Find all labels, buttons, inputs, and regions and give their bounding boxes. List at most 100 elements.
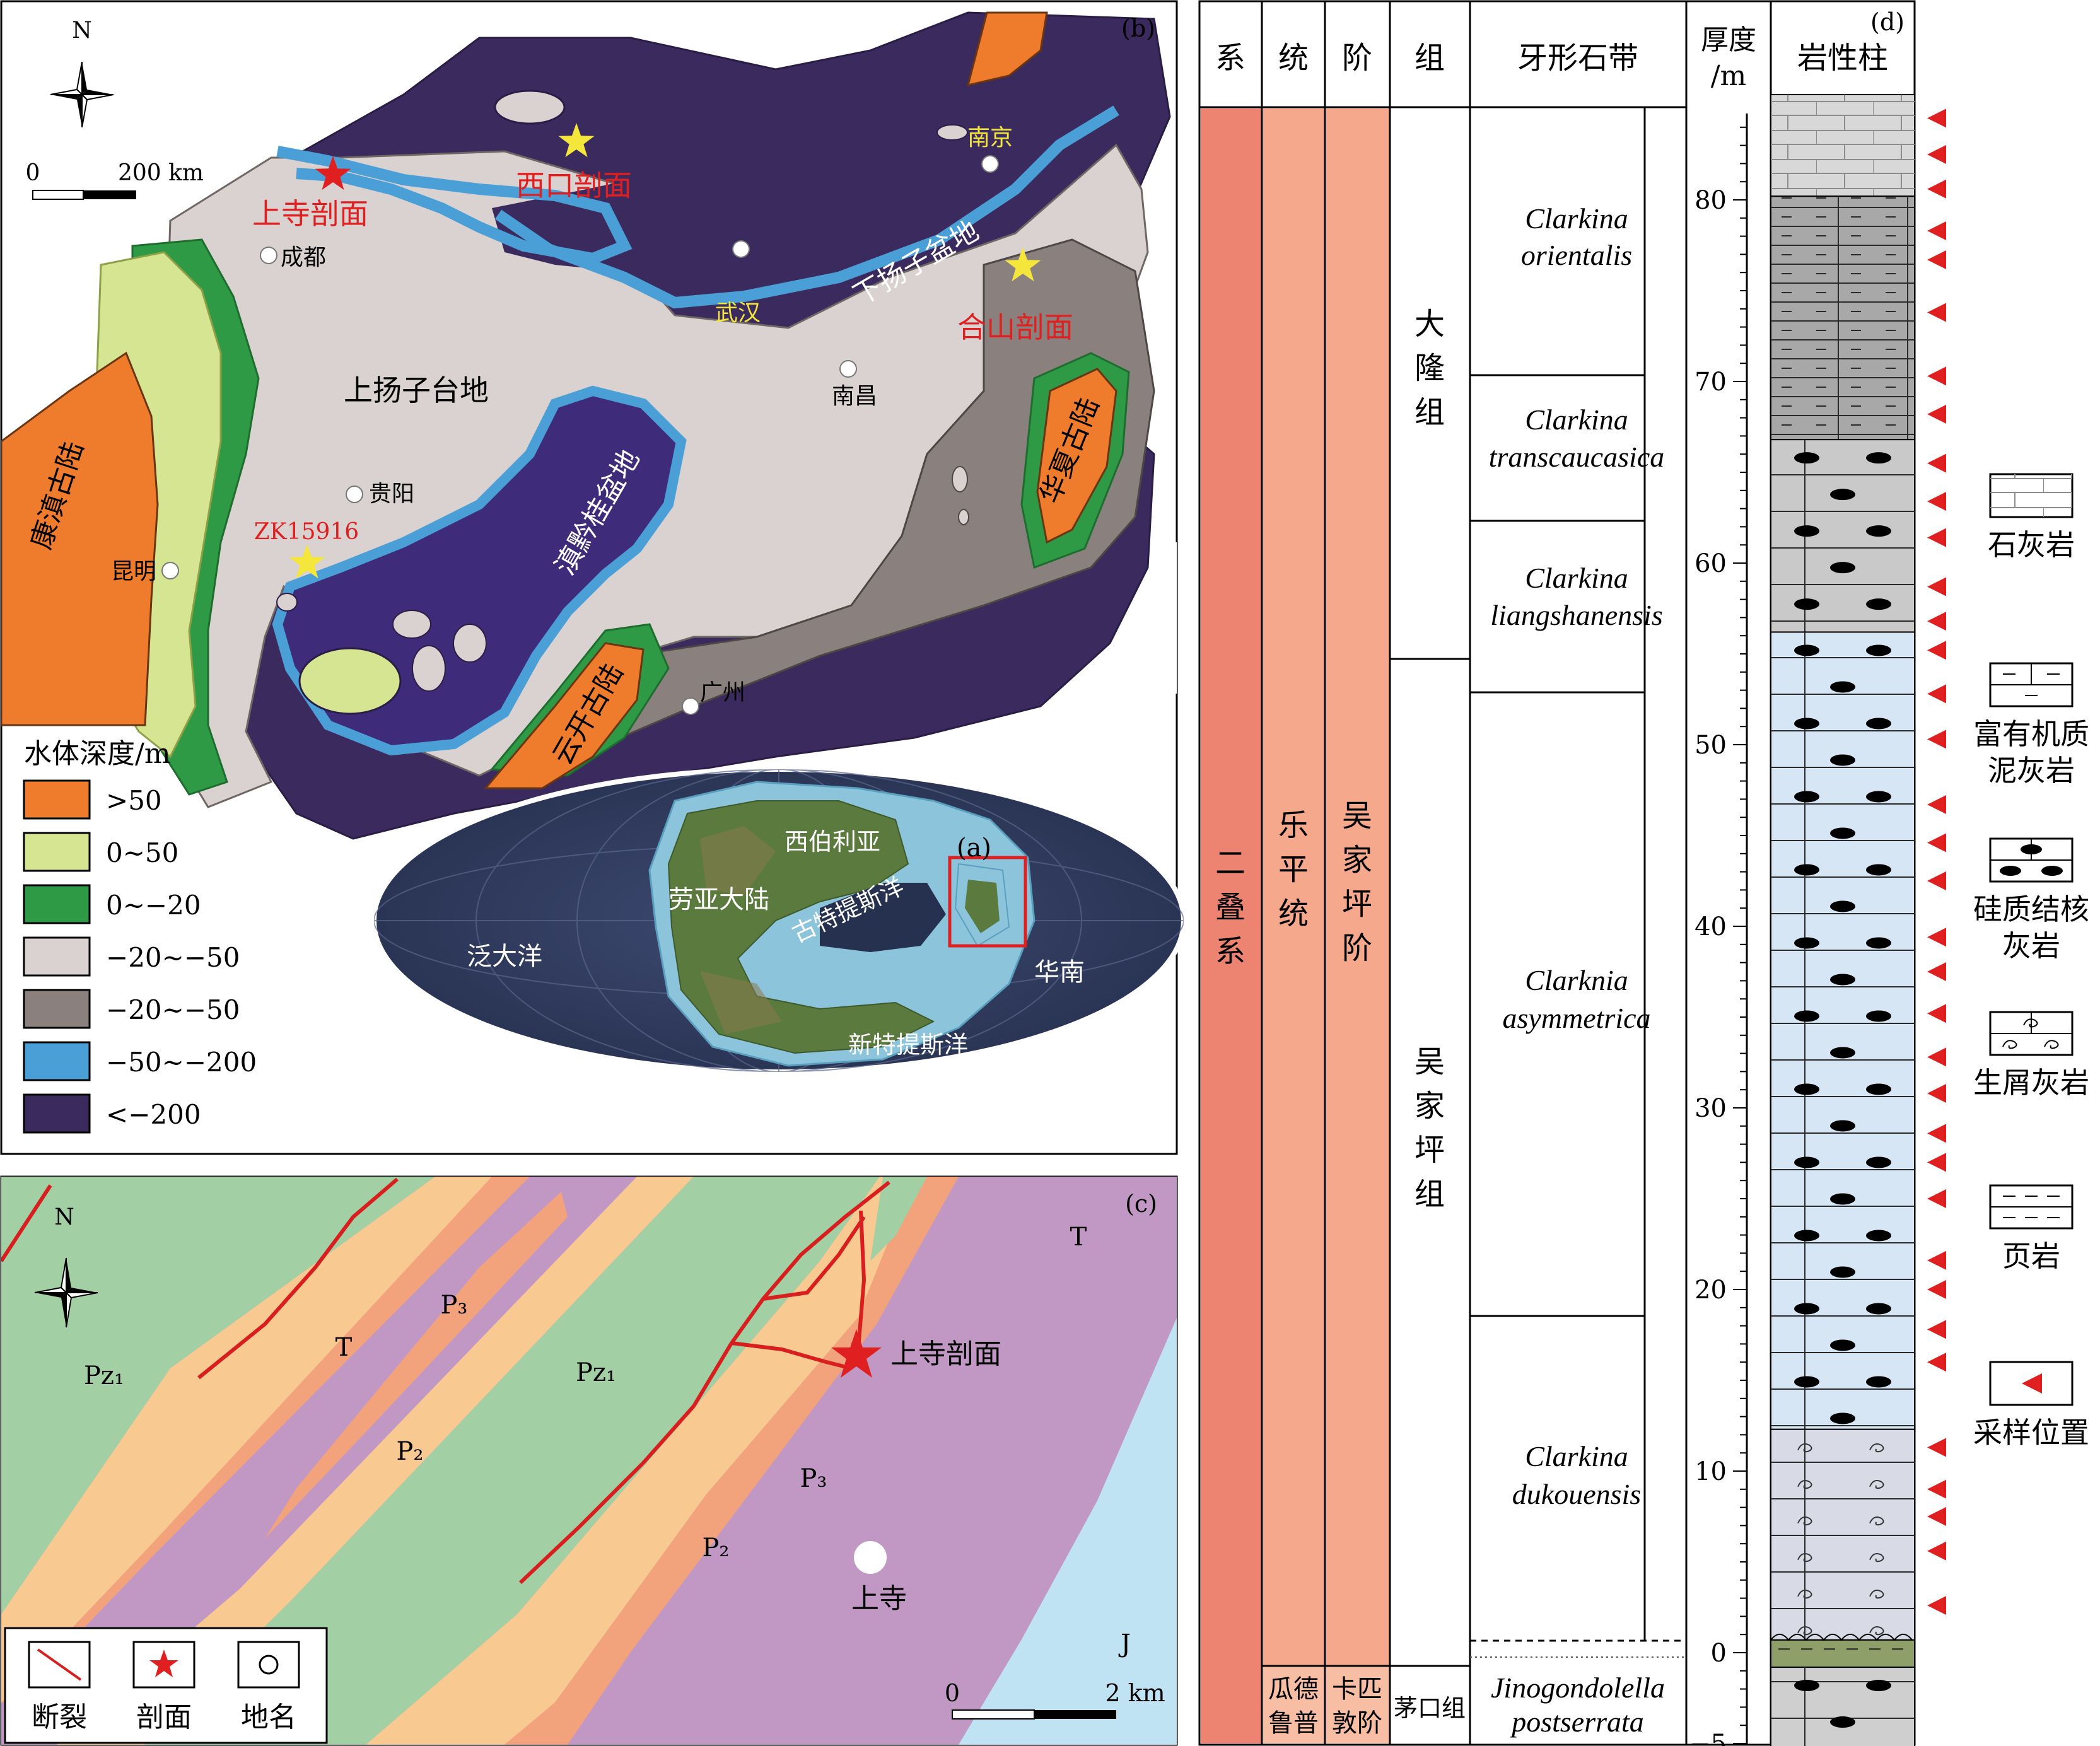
city-dot-icon [732,240,750,258]
scale-zero: 0 [945,1679,960,1707]
globe-label: 劳亚大陆 [668,885,769,914]
series-lower-label: 瓜德 [1268,1675,1319,1704]
thickness-tick-label: 60 [1695,549,1727,578]
region-upper-yangtze: 上扬子台地 [344,373,489,407]
city-label: 贵阳 [369,481,414,507]
city-label: 广州 [700,680,745,706]
chert-nodule-icon [1794,1083,1819,1095]
lithology-legend-label: 页岩 [2002,1239,2060,1273]
thickness-tick-label: 70 [1695,368,1727,397]
unit-label: J [1118,1629,1131,1658]
chert-nodule-icon [1794,452,1819,464]
series-cell-lower [1263,1666,1324,1743]
chert-nodule-icon [1794,1230,1819,1242]
sample-marker-icon [1927,928,1946,947]
chert-nodule-icon [1866,644,1891,656]
stage-lower-label: 敦阶 [1332,1709,1382,1738]
conodont-zone-species: postserrata [1510,1706,1644,1738]
bioclastic-limestone-layer-pattern [1771,1429,1915,1640]
globe-label: 泛大洋 [467,942,542,971]
chert-nodule-icon [1830,1266,1855,1278]
city-dot-icon [260,247,277,264]
sample-marker-icon [1927,1320,1946,1339]
chert-nodule-icon [1794,1303,1819,1315]
chert-nodule-icon [1830,1193,1855,1205]
series-cell [1263,108,1324,1666]
legend-section: 剖面 [136,1701,192,1733]
sample-marker-icon [1927,404,1946,424]
sample-marker-icon [1927,795,1946,815]
sample-marker-icon [1927,641,1946,660]
sample-marker-icon [1927,453,1946,473]
section-label: ZK15916 [254,519,359,545]
chert-nodule-icon [1830,1339,1855,1351]
chert-nodule-icon [1866,1680,1891,1692]
isolated-platform [494,90,566,125]
lithology-legend-item: 采样位置 [1973,1361,2089,1450]
isolated-platform [952,466,968,492]
city-label: 南京 [967,125,1013,151]
unit-label: Pz₁ [84,1361,124,1390]
chert-nodule-icon [1866,598,1891,610]
formation-label: 大隆组 [1415,306,1445,430]
chert-nodule-icon [1794,644,1819,656]
section-star-icon [1005,247,1041,282]
legend-place: 地名 [241,1701,296,1733]
lithology-legend-label: 采样位置 [1973,1416,2089,1450]
sample-marker-icon [1927,1280,1946,1299]
town-label: 上寺 [851,1583,907,1615]
conodont-zone-species: orientalis [1521,239,1632,271]
scale-bar: 0 200 km [26,160,204,200]
thickness-tick-label: 30 [1695,1094,1727,1123]
sample-marker-icon [1927,1541,1946,1561]
isolated-platform [936,124,968,141]
system-label-char: 叠 [1215,890,1245,925]
legend-swatch [23,1093,91,1134]
formation-label-char: 隆 [1415,351,1445,386]
isolated-platform [453,624,487,663]
sample-marker-icon [1927,1353,1946,1372]
chert-nodule-icon [1830,754,1855,766]
city-label: 昆明 [111,559,156,585]
lithology-legend-item: 生屑灰岩 [1973,1011,2089,1100]
lithology-legend-item: 石灰岩 [1988,473,2075,562]
chert-nodule-icon [1794,1156,1819,1168]
sample-marker-icon [1927,221,1946,240]
erosion-contact [1770,1633,1913,1641]
section-star-icon [558,123,595,158]
legend-swatch [23,884,91,924]
unit-label: P₂ [397,1437,424,1466]
isolated-platform [276,593,298,612]
column-header: 系 [1215,40,1245,76]
formation-label-char: 家 [1415,1088,1445,1124]
system-label-char: 系 [1215,934,1245,969]
panel-d-column: 系统阶组牙形石带厚度/m岩性柱(d)二叠系乐平统吴家坪阶瓜德鲁普卡匹敦阶大隆组吴… [1198,0,2089,1746]
column-header: 统 [1278,40,1309,76]
sample-marker-icon [1927,1438,1946,1457]
conodont-zone-genus: Clarkina [1525,404,1628,436]
chert-nodule-icon [1866,1376,1891,1388]
column-header: 阶 [1342,40,1372,76]
city-dot-icon [161,562,179,579]
column-header-lithology: 岩性柱 [1797,40,1888,76]
lithology-legend-label: 富有机质 [1973,717,2089,751]
unit-label: T [1070,1223,1087,1252]
isolated-platform [412,645,446,692]
series-label-char: 统 [1278,896,1309,931]
column-header: 牙形石带 [1517,40,1638,76]
conodont-zone-genus: Clarknia [1525,964,1628,996]
organic-marl-layer-pattern [1771,196,1915,440]
sample-marker-icon [1927,833,1946,853]
legend-label: 0~−20 [106,890,201,921]
unit-label: P₂ [703,1534,730,1563]
water-depth-legend: 水体深度/m>500~500~−20−20~−50−20~−50−50~−200… [23,738,257,1134]
stage-lower-label: 卡匹 [1332,1675,1382,1704]
north-label: N [72,18,92,44]
sample-marker-icon [1927,1596,1946,1615]
lithology-legend-label: 灰岩 [2002,929,2060,963]
